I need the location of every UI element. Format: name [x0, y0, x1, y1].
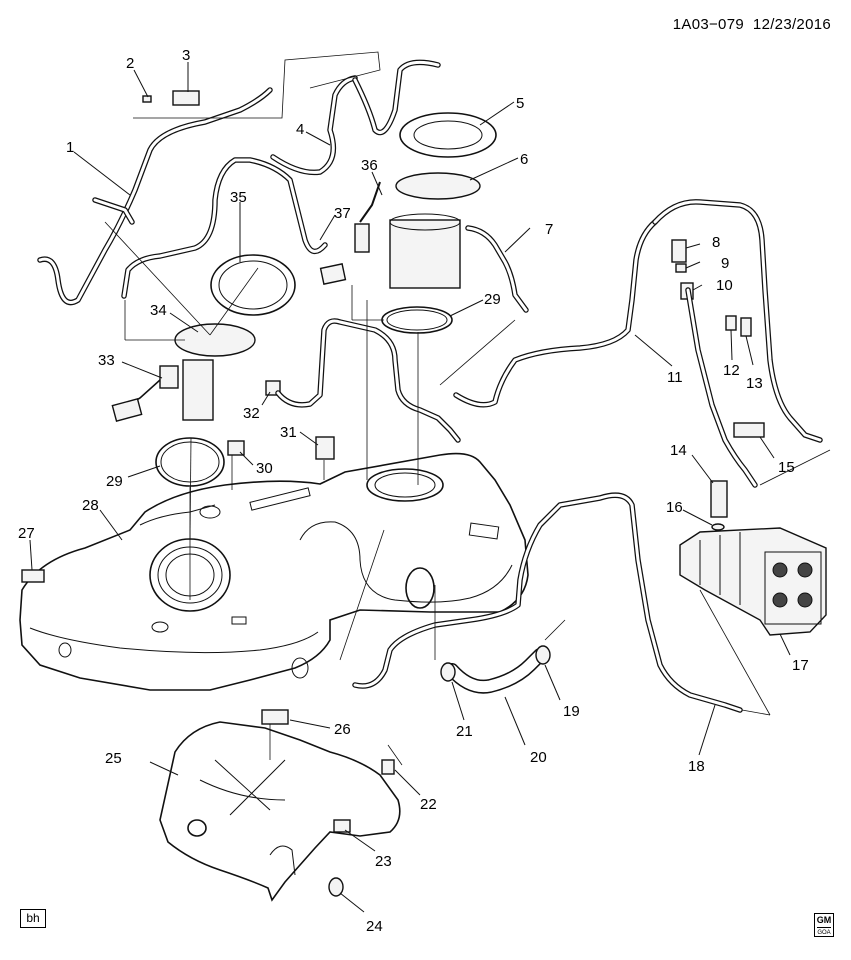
callout-31: 31: [280, 424, 297, 441]
fuel-pump-module: [319, 172, 481, 289]
callout-11: 11: [667, 369, 683, 386]
clip-22: [381, 759, 395, 775]
sensor-3: [172, 90, 200, 106]
o-ring-right: [381, 306, 453, 334]
evap-canister: [679, 527, 827, 636]
callout-32: 32: [243, 405, 260, 422]
callout-30: 30: [256, 460, 273, 477]
callout-24: 24: [366, 918, 383, 935]
heat-shield: [159, 709, 401, 902]
valve-14: [710, 480, 728, 518]
callout-9: 9: [721, 255, 729, 272]
fuel-tank: [19, 452, 529, 691]
clip-23: [333, 819, 351, 833]
clip-13: [740, 317, 752, 337]
callout-16: 16: [666, 499, 683, 516]
callout-1: 1: [66, 139, 74, 156]
gm-logo-text: GM: [816, 915, 832, 925]
callout-28: 28: [82, 497, 99, 514]
cap-8: [671, 239, 687, 263]
callout-labels: 1 2 3 4 5 6 7 8 9 10 11 12 13 14 15 16 1…: [18, 47, 809, 935]
callout-20: 20: [530, 749, 547, 766]
callout-3: 3: [182, 47, 190, 64]
callout-33: 33: [98, 352, 115, 369]
callout-27: 27: [18, 525, 35, 542]
callout-25: 25: [105, 750, 122, 767]
callout-34: 34: [150, 302, 167, 319]
callout-15: 15: [778, 459, 795, 476]
bracket-15: [733, 422, 765, 438]
callout-17: 17: [792, 657, 809, 674]
clip-31: [315, 436, 335, 460]
lock-ring-left: [210, 254, 296, 316]
callout-10: 10: [716, 277, 733, 294]
callout-13: 13: [746, 375, 763, 392]
fuel-lines: [37, 59, 823, 713]
callout-36: 36: [361, 157, 378, 174]
seal-16: [711, 523, 725, 531]
gm-logo: GM GOA: [814, 913, 834, 937]
o-ring-right-inner: [386, 309, 448, 331]
clamp-9: [675, 263, 687, 273]
fuel-sender-left: [111, 323, 256, 422]
gm-logo-sub: GOA: [817, 927, 831, 939]
callout-29-left: 29: [106, 473, 123, 490]
callout-12: 12: [723, 362, 740, 379]
diagram-id: 1A03−079: [672, 16, 744, 33]
clip-12: [725, 315, 737, 331]
callout-2: 2: [126, 55, 134, 72]
callout-7: 7: [545, 221, 553, 238]
callout-37: 37: [334, 205, 351, 222]
diagram-header: 1A03−079 12/23/2016: [673, 16, 831, 33]
callout-26: 26: [334, 721, 351, 738]
o-ring-left: [155, 437, 225, 487]
callout-6: 6: [520, 151, 528, 168]
callout-22: 22: [420, 796, 437, 813]
callout-4: 4: [296, 121, 304, 138]
callout-19: 19: [563, 703, 580, 720]
callout-21: 21: [456, 723, 473, 740]
callout-5: 5: [516, 95, 524, 112]
callout-18: 18: [688, 758, 705, 775]
callout-29-right: 29: [484, 291, 501, 308]
callout-8: 8: [712, 234, 720, 251]
filler-hose: [440, 645, 551, 694]
callout-35: 35: [230, 189, 247, 206]
reference-lines: [104, 51, 831, 766]
callout-14: 14: [670, 442, 687, 459]
illustrator-badge: bh: [20, 909, 46, 928]
pad-27: [21, 569, 45, 583]
callout-23: 23: [375, 853, 392, 870]
leader-lines: [29, 62, 791, 913]
grommet-30: [227, 440, 245, 456]
lock-ring-right: [399, 112, 497, 158]
o-ring-left-inner: [160, 441, 220, 483]
seal-2: [142, 95, 152, 103]
grommet-24: [328, 877, 344, 897]
diagram-date: 12/23/2016: [752, 16, 831, 33]
